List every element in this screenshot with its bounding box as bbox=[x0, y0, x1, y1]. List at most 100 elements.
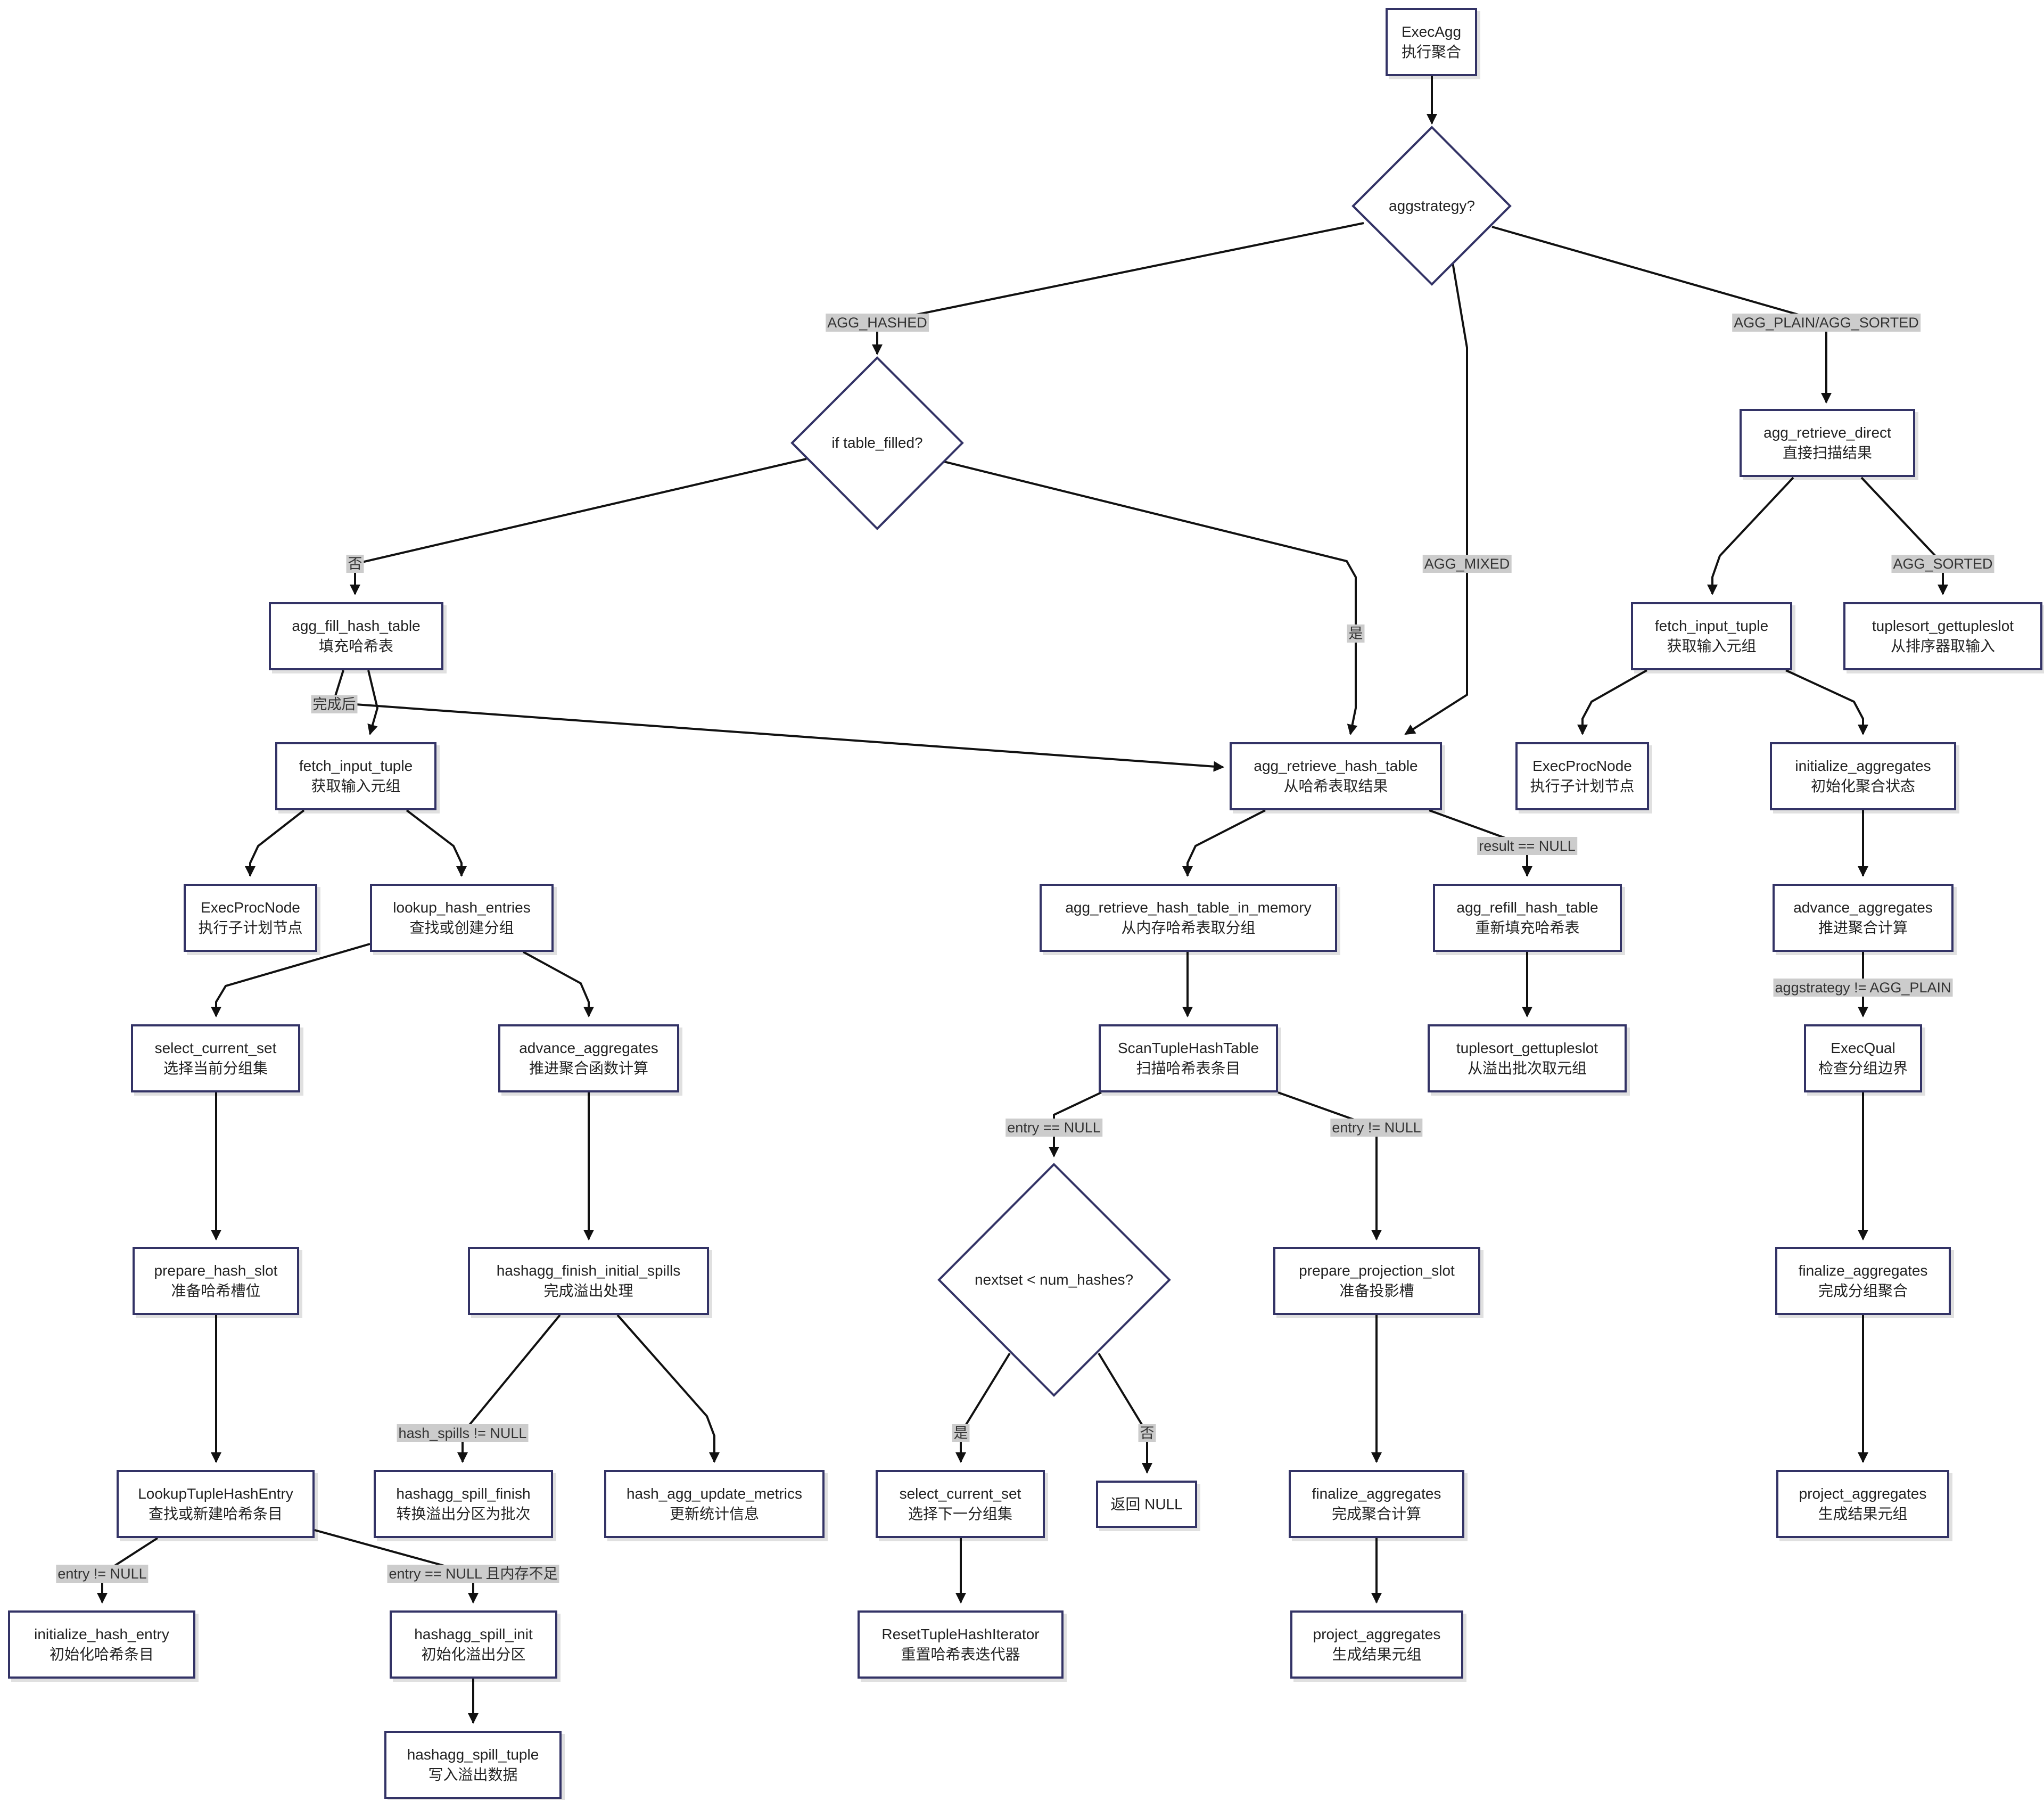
node-title: lookup_hash_entries bbox=[393, 899, 531, 916]
node-title: ExecQual bbox=[1831, 1040, 1895, 1056]
edge-fetch-right-to-initialize bbox=[1785, 669, 1868, 735]
node-subtitle: 重新填充哈希表 bbox=[1475, 919, 1580, 936]
edge-fill-hash-to-retrieve-hash bbox=[332, 670, 1224, 772]
node-title: fetch_input_tuple bbox=[1654, 618, 1769, 634]
edge-label-aggstrategy-not-plain: aggstrategy != AGG_PLAIN bbox=[1773, 979, 1953, 997]
node-title: 返回 NULL bbox=[1110, 1495, 1183, 1513]
node-subtitle: 执行子计划节点 bbox=[1530, 778, 1635, 794]
node-subtitle: 初始化溢出分区 bbox=[421, 1646, 526, 1663]
node-tuplesort-sorted: tuplesort_gettupleslot 从排序器取输入 bbox=[1843, 602, 2042, 670]
node-fetch-input-right: fetch_input_tuple 获取输入元组 bbox=[1631, 602, 1792, 670]
node-subtitle: 完成溢出处理 bbox=[543, 1283, 633, 1299]
node-execqual: ExecQual 检查分组边界 bbox=[1804, 1024, 1922, 1092]
node-title: agg_retrieve_direct bbox=[1763, 424, 1891, 441]
node-title: finalize_aggregates bbox=[1798, 1262, 1928, 1279]
node-subtitle: 从排序器取输入 bbox=[1890, 638, 1995, 654]
edge-label-yes-table: 是 bbox=[1347, 624, 1365, 643]
node-title: select_current_set bbox=[154, 1040, 277, 1056]
edge-fetch-left-to-execproc bbox=[245, 809, 305, 877]
node-title: prepare_projection_slot bbox=[1299, 1262, 1455, 1279]
node-title: ExecAgg bbox=[1401, 23, 1462, 40]
node-subtitle: 初始化聚合状态 bbox=[1810, 778, 1915, 794]
node-prepare-projection-slot: prepare_projection_slot 准备投影槽 bbox=[1273, 1247, 1480, 1315]
edge-lookup-to-select-set bbox=[211, 943, 370, 1017]
edge-table-filled-to-fill-hash bbox=[350, 458, 807, 595]
node-select-current-set-left: select_current_set 选择当前分组集 bbox=[131, 1024, 300, 1092]
node-title: agg_refill_hash_table bbox=[1456, 899, 1598, 916]
edge-scan-to-nextset bbox=[1049, 1091, 1102, 1157]
node-subtitle: 查找或新建哈希条目 bbox=[148, 1506, 283, 1522]
node-title: advance_aggregates bbox=[1793, 899, 1933, 916]
node-execprocnode-right: ExecProcNode 执行子计划节点 bbox=[1515, 742, 1649, 810]
node-subtitle: 转换溢出分区为批次 bbox=[396, 1506, 531, 1522]
edge-retrieve-direct-to-tuplesort bbox=[1860, 476, 1948, 595]
node-title: LookupTupleHashEntry bbox=[138, 1485, 293, 1502]
node-advance-aggregates-right: advance_aggregates 推进聚合计算 bbox=[1773, 884, 1954, 952]
node-title: advance_aggregates bbox=[519, 1040, 658, 1056]
node-title: hash_agg_update_metrics bbox=[626, 1485, 802, 1502]
edge-table-filled-to-retrieve-hash bbox=[943, 461, 1358, 735]
node-retrieve-direct: agg_retrieve_direct 直接扫描结果 bbox=[1740, 409, 1915, 477]
node-subtitle: 准备投影槽 bbox=[1339, 1283, 1414, 1299]
node-subtitle: 准备哈希槽位 bbox=[171, 1283, 261, 1299]
node-subtitle: 初始化哈希条目 bbox=[49, 1646, 154, 1663]
node-subtitle: 直接扫描结果 bbox=[1782, 445, 1872, 461]
decision-aggstrategy bbox=[1351, 126, 1512, 286]
edge-nextset-to-select-mid bbox=[955, 1352, 1011, 1463]
node-title: finalize_aggregates bbox=[1312, 1485, 1441, 1502]
decision-text-table-filled: if table_filled? bbox=[831, 434, 923, 451]
edge-label-entry-not-null: entry != NULL bbox=[1330, 1119, 1423, 1137]
node-title: ScanTupleHashTable bbox=[1117, 1040, 1259, 1056]
node-finish-initial-spills: hashagg_finish_initial_spills 完成溢出处理 bbox=[468, 1247, 709, 1315]
node-title: initialize_hash_entry bbox=[34, 1626, 169, 1642]
node-subtitle: 查找或创建分组 bbox=[409, 919, 514, 936]
node-subtitle: 获取输入元组 bbox=[1667, 638, 1757, 654]
node-subtitle: 生成结果元组 bbox=[1332, 1646, 1422, 1663]
node-title: agg_retrieve_hash_table bbox=[1254, 758, 1418, 774]
decision-text-nextset: nextset < num_hashes? bbox=[974, 1271, 1134, 1288]
node-subtitle: 选择当前分组集 bbox=[163, 1060, 268, 1076]
edge-aggstrategy-to-table-filled bbox=[872, 222, 1364, 355]
node-subtitle: 检查分组边界 bbox=[1818, 1060, 1908, 1076]
node-return-null: 返回 NULL bbox=[1096, 1481, 1197, 1528]
node-reset-iterator: ResetTupleHashIterator 重置哈希表迭代器 bbox=[858, 1610, 1064, 1679]
edge-label-after-done: 完成后 bbox=[311, 695, 358, 713]
node-subtitle: 重置哈希表迭代器 bbox=[901, 1646, 1020, 1663]
node-subtitle: 从内存哈希表取分组 bbox=[1121, 919, 1256, 936]
node-title: hashagg_spill_init bbox=[414, 1626, 533, 1642]
decision-nextset bbox=[937, 1163, 1171, 1397]
node-subtitle: 获取输入元组 bbox=[311, 778, 401, 794]
decision-table-filled bbox=[790, 356, 964, 530]
edge-label-no-left: 否 bbox=[346, 555, 364, 573]
edge-fetch-right-to-execproc bbox=[1577, 669, 1647, 735]
node-title: tuplesort_gettupleslot bbox=[1456, 1040, 1598, 1056]
edge-scan-to-projection bbox=[1278, 1091, 1382, 1240]
node-title: ResetTupleHashIterator bbox=[881, 1626, 1040, 1642]
node-title: ExecProcNode bbox=[1532, 758, 1632, 774]
edge-fill-hash-to-fetch-left bbox=[367, 670, 379, 735]
node-subtitle: 执行聚合 bbox=[1401, 44, 1461, 60]
edge-label-yes-nextset: 是 bbox=[952, 1424, 970, 1442]
node-lookup-hash-entries: lookup_hash_entries 查找或创建分组 bbox=[370, 884, 554, 952]
node-title: agg_retrieve_hash_table_in_memory bbox=[1065, 899, 1312, 916]
edge-label-result-null: result == NULL bbox=[1477, 837, 1577, 855]
node-title: select_current_set bbox=[899, 1485, 1021, 1502]
edge-retrieve-direct-to-fetch-right bbox=[1707, 476, 1794, 595]
node-title: hashagg_finish_initial_spills bbox=[496, 1262, 681, 1279]
node-subtitle: 推进聚合计算 bbox=[1818, 919, 1908, 936]
node-title: tuplesort_gettupleslot bbox=[1872, 618, 2014, 634]
